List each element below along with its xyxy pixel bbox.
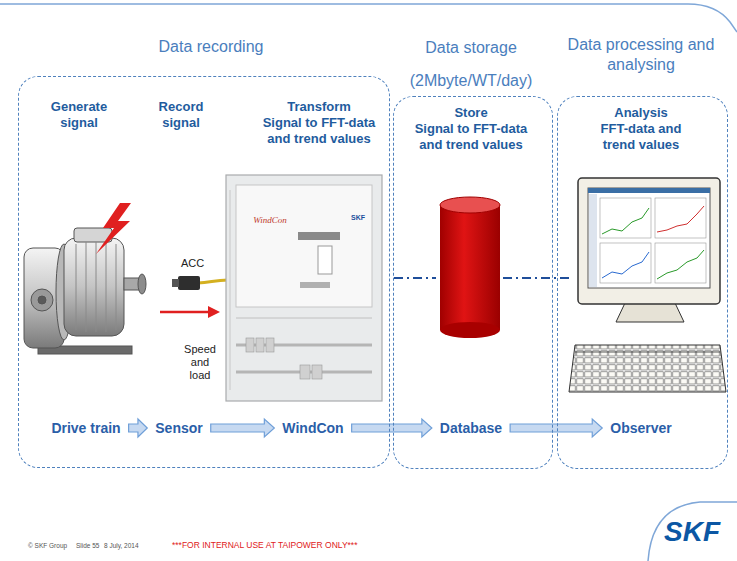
- column-heading: Analysis: [576, 105, 706, 121]
- footer-text: 8 July, 2014: [104, 542, 139, 550]
- frame-line: [0, 4, 737, 32]
- windcon-cabinet-part: [298, 232, 340, 240]
- windcon-cabinet-part: [230, 190, 231, 390]
- drive-train-picture-part-part: [106, 242, 107, 332]
- computer-picture-part: [588, 188, 710, 193]
- database-cylinder: [440, 197, 500, 338]
- brand-logo: SKF: [664, 515, 720, 549]
- windcon-cabinet-part-part: [266, 338, 274, 352]
- stage-region: Data processing and analysingAnalysisFFT…: [557, 96, 728, 469]
- signal-name: Speed and load: [180, 343, 220, 383]
- stage-region: Data storage(2Mbyte/WT/day)StoreSignal t…: [393, 96, 553, 469]
- computer-picture-part-part: [655, 243, 706, 283]
- computer-picture-part: [602, 206, 704, 279]
- stage-region: Data recordingGenerate signalRecord sign…: [18, 76, 390, 468]
- drive-train-picture-part: [38, 296, 46, 304]
- component-label: Database: [437, 418, 505, 439]
- computer-picture-part: [575, 352, 720, 353]
- region-note: (2Mbyte/WT/day): [386, 71, 556, 91]
- component-name: Database: [440, 420, 502, 437]
- component-label: Drive train: [48, 418, 123, 439]
- computer-picture-part-part: [655, 198, 706, 238]
- flow-arrow: [352, 419, 432, 437]
- sensor-picture-part: [198, 280, 228, 283]
- flow-arrow: [129, 419, 148, 437]
- drive-train-picture-part: [31, 289, 53, 311]
- column-heading: Transform: [249, 99, 389, 115]
- sensor-picture-part: [160, 311, 210, 314]
- product-name: WindCon: [240, 215, 300, 226]
- computer-picture-part: [588, 188, 710, 288]
- flow-arrow: [211, 419, 275, 437]
- computer-picture-part-part: [602, 208, 649, 234]
- computer-picture-part: [600, 198, 706, 283]
- drive-train-picture-part-part: [76, 244, 77, 330]
- windcon-cabinet-part-part: [246, 338, 254, 352]
- slide-frame: [0, 4, 737, 561]
- database-cylinder-part: [440, 322, 500, 338]
- region-heading: Data processing and analysing: [553, 35, 729, 74]
- region-heading: Data recording: [111, 37, 311, 57]
- vibration-flash: [96, 203, 131, 254]
- component-name: WindCon: [282, 420, 343, 437]
- component-name: Drive train: [51, 420, 120, 437]
- column-text: Signal to FFT-data and trend values: [254, 115, 384, 147]
- column-heading: Generate signal: [39, 99, 119, 131]
- windcon-cabinet-part: [236, 185, 372, 307]
- database-cylinder-part: [440, 197, 500, 213]
- frame-curve: [648, 502, 737, 561]
- computer-picture-part: [589, 194, 597, 287]
- component-name: Observer: [610, 420, 671, 437]
- computer-picture-part: [569, 345, 726, 392]
- brand-mark: SKF: [345, 214, 371, 222]
- windcon-cabinet-part-part: [312, 365, 322, 379]
- sensor-picture-part: [208, 306, 220, 318]
- windcon-cabinet-part: [226, 175, 382, 401]
- drive-train-picture-part-part: [86, 242, 87, 332]
- computer-picture-part: [578, 178, 720, 304]
- computer-picture-part-part: [657, 250, 704, 279]
- drive-train-picture: [24, 228, 146, 354]
- component-name: Sensor: [155, 420, 202, 437]
- drive-train-picture-part: [76, 242, 116, 332]
- windcon-cabinet-part: [318, 246, 332, 274]
- drive-train-picture-part: [138, 274, 146, 294]
- windcon-cabinet-part: [246, 338, 322, 379]
- computer-picture-part-part: [602, 252, 649, 278]
- footer-text: Slide 55: [76, 542, 100, 550]
- windcon-cabinet-part-part: [256, 338, 264, 352]
- computer-picture-part: [616, 303, 684, 322]
- data-link-part: [503, 277, 572, 279]
- footer-notice: ***FOR INTERNAL USE AT TAIPOWER ONLY***: [172, 540, 357, 550]
- windcon-cabinet: [226, 175, 382, 401]
- footer-text: © SKF Group: [28, 542, 67, 550]
- data-link-part: [394, 277, 436, 279]
- signal-name: ACC: [181, 257, 204, 270]
- drive-train-picture-part: [64, 238, 124, 336]
- windcon-cabinet-part-part: [300, 365, 310, 379]
- database-cylinder-part: [440, 205, 500, 330]
- column-heading: Record signal: [141, 99, 221, 131]
- windcon-cabinet-part: [300, 282, 330, 288]
- component-label: Observer: [607, 418, 674, 439]
- computer-picture-part-part: [600, 243, 651, 283]
- column-text: FFT-data and trend values: [586, 121, 696, 153]
- drive-train-picture-part-part: [96, 242, 97, 332]
- computer-picture-part-part: [600, 198, 651, 238]
- column-text: Signal to FFT-data and trend values: [406, 121, 536, 153]
- sensor-picture-part: [178, 276, 200, 290]
- component-label: WindCon: [279, 418, 346, 439]
- component-label: Sensor: [152, 418, 205, 439]
- drive-train-picture-part-part: [116, 244, 117, 330]
- column-heading: Store: [406, 105, 536, 121]
- computer-picture-part-part: [657, 206, 704, 232]
- windcon-cabinet-part: [236, 318, 372, 319]
- region-heading: Data storage: [386, 38, 556, 58]
- sensor-picture-part: [172, 279, 179, 287]
- sensor-picture: [160, 276, 228, 318]
- computer-picture: [569, 178, 726, 392]
